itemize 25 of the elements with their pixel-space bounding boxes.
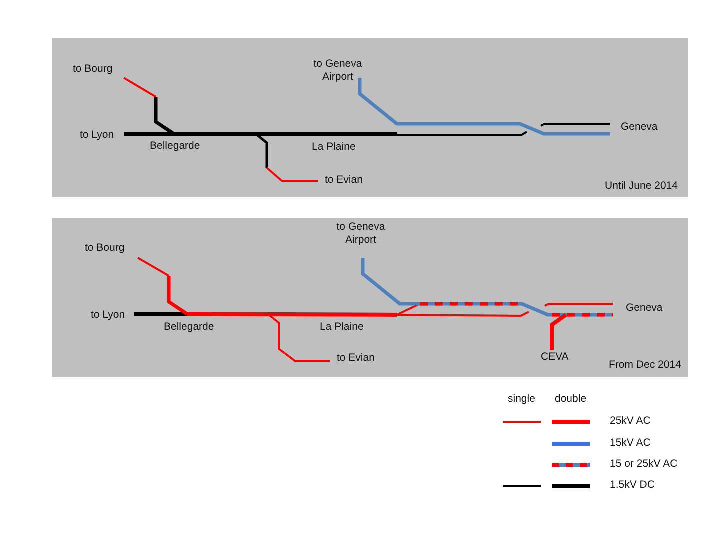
place-label: CEVA: [541, 351, 569, 364]
place-label: to Evian: [337, 352, 375, 365]
place-label: to Geneva Airport: [312, 58, 364, 84]
legend-label: 1.5kV DC: [610, 479, 655, 492]
place-label: Geneva: [621, 121, 658, 134]
legend-label: 15kV AC: [610, 437, 651, 450]
station-label: La Plaine: [312, 141, 356, 154]
place-label: to Evian: [325, 174, 363, 187]
date-label: From Dec 2014: [609, 359, 682, 372]
place-label: to Geneva Airport: [336, 221, 386, 247]
column-header: double: [555, 393, 587, 406]
station-label: Bellegarde: [164, 321, 214, 334]
date-label: Until June 2014: [605, 180, 678, 193]
legend-label: 25kV AC: [610, 415, 651, 428]
place-label: to Lyon: [91, 309, 126, 322]
station-label: Bellegarde: [150, 140, 200, 153]
place-label: to Bourg: [85, 242, 125, 255]
column-header: single: [508, 393, 536, 406]
place-label: Geneva: [626, 302, 663, 315]
station-label: La Plaine: [320, 321, 364, 334]
place-label: to Lyon: [80, 129, 114, 142]
map-panel: [52, 38, 688, 197]
map-panel: [52, 218, 688, 377]
place-label: to Bourg: [73, 63, 113, 76]
legend-label: 15 or 25kV AC: [610, 458, 678, 471]
